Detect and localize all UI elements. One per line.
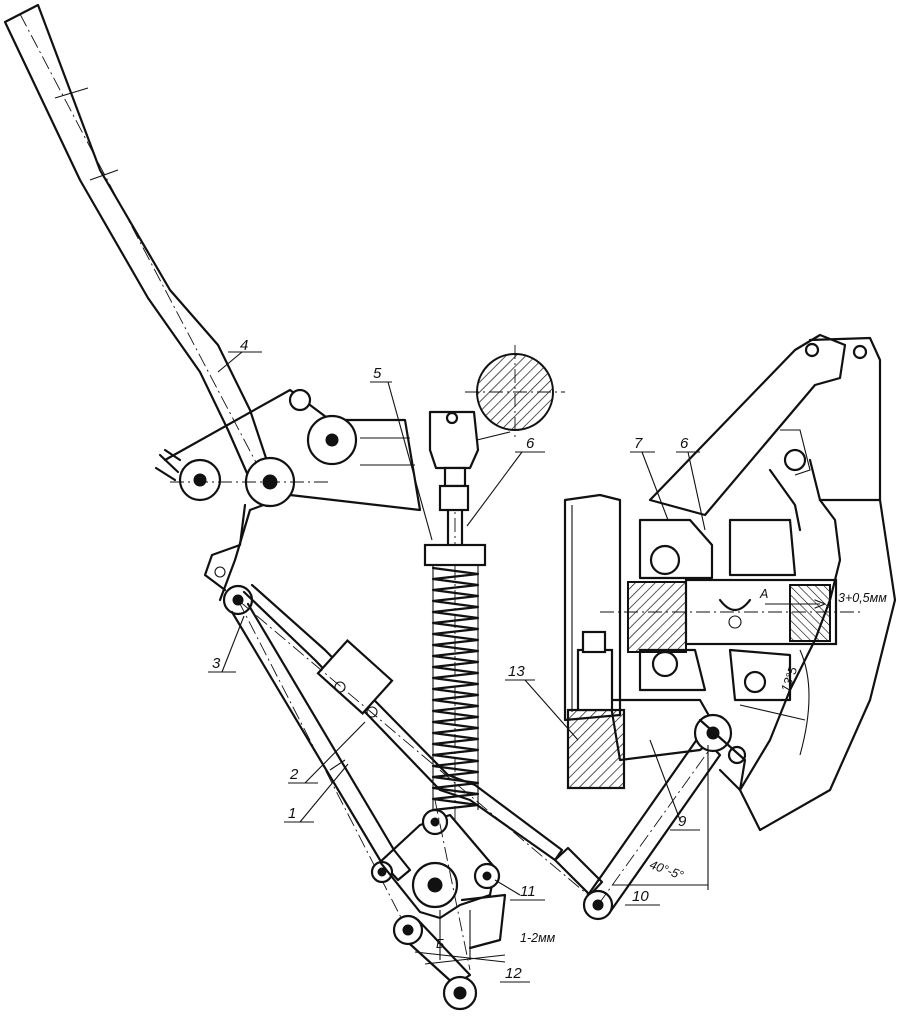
label-6b: 6 (680, 435, 689, 452)
bell-crank (378, 799, 507, 1011)
bracket-bolt-1 (288, 388, 312, 412)
pedal-bracket (154, 388, 422, 602)
label-10: 10 (632, 888, 649, 905)
dim-angle-fork: 13°5 (778, 665, 800, 694)
label-6a: 6 (526, 435, 535, 452)
label-7: 7 (634, 435, 643, 452)
counterweight (428, 345, 565, 470)
clutch-hub (627, 581, 687, 653)
leader-lines (208, 351, 706, 983)
release-fork (608, 698, 747, 792)
dim-gap-top: 3+0,5мм (838, 591, 887, 605)
dim-gap-bottom: 1-2мм (520, 931, 556, 945)
rod-1 (230, 599, 412, 936)
turnbuckle (316, 639, 394, 715)
label-2: 2 (289, 766, 299, 783)
label-1: 1 (288, 805, 296, 822)
pedal-lever (3, 3, 272, 482)
label-12: 12 (505, 965, 522, 982)
label-4: 4 (240, 337, 248, 354)
label-9: 9 (678, 813, 687, 830)
release-lever (582, 733, 722, 921)
view-a-marker: А (759, 587, 768, 601)
clutch-housing (563, 333, 897, 832)
label-13: 13 (508, 663, 525, 680)
label-3: 3 (212, 655, 221, 672)
label-11: 11 (520, 883, 536, 900)
label-5: 5 (373, 365, 382, 382)
spring-assembly (423, 466, 487, 820)
dim-angle-lever: 40°-5° (648, 858, 686, 883)
view-b-marker: Б (436, 937, 444, 951)
spring-cylinder (566, 630, 626, 790)
part-labels: 4 5 6 7 6 3 2 1 13 9 11 10 12 (212, 337, 689, 982)
dimension-lines (439, 599, 826, 960)
rod-2 (237, 583, 604, 906)
